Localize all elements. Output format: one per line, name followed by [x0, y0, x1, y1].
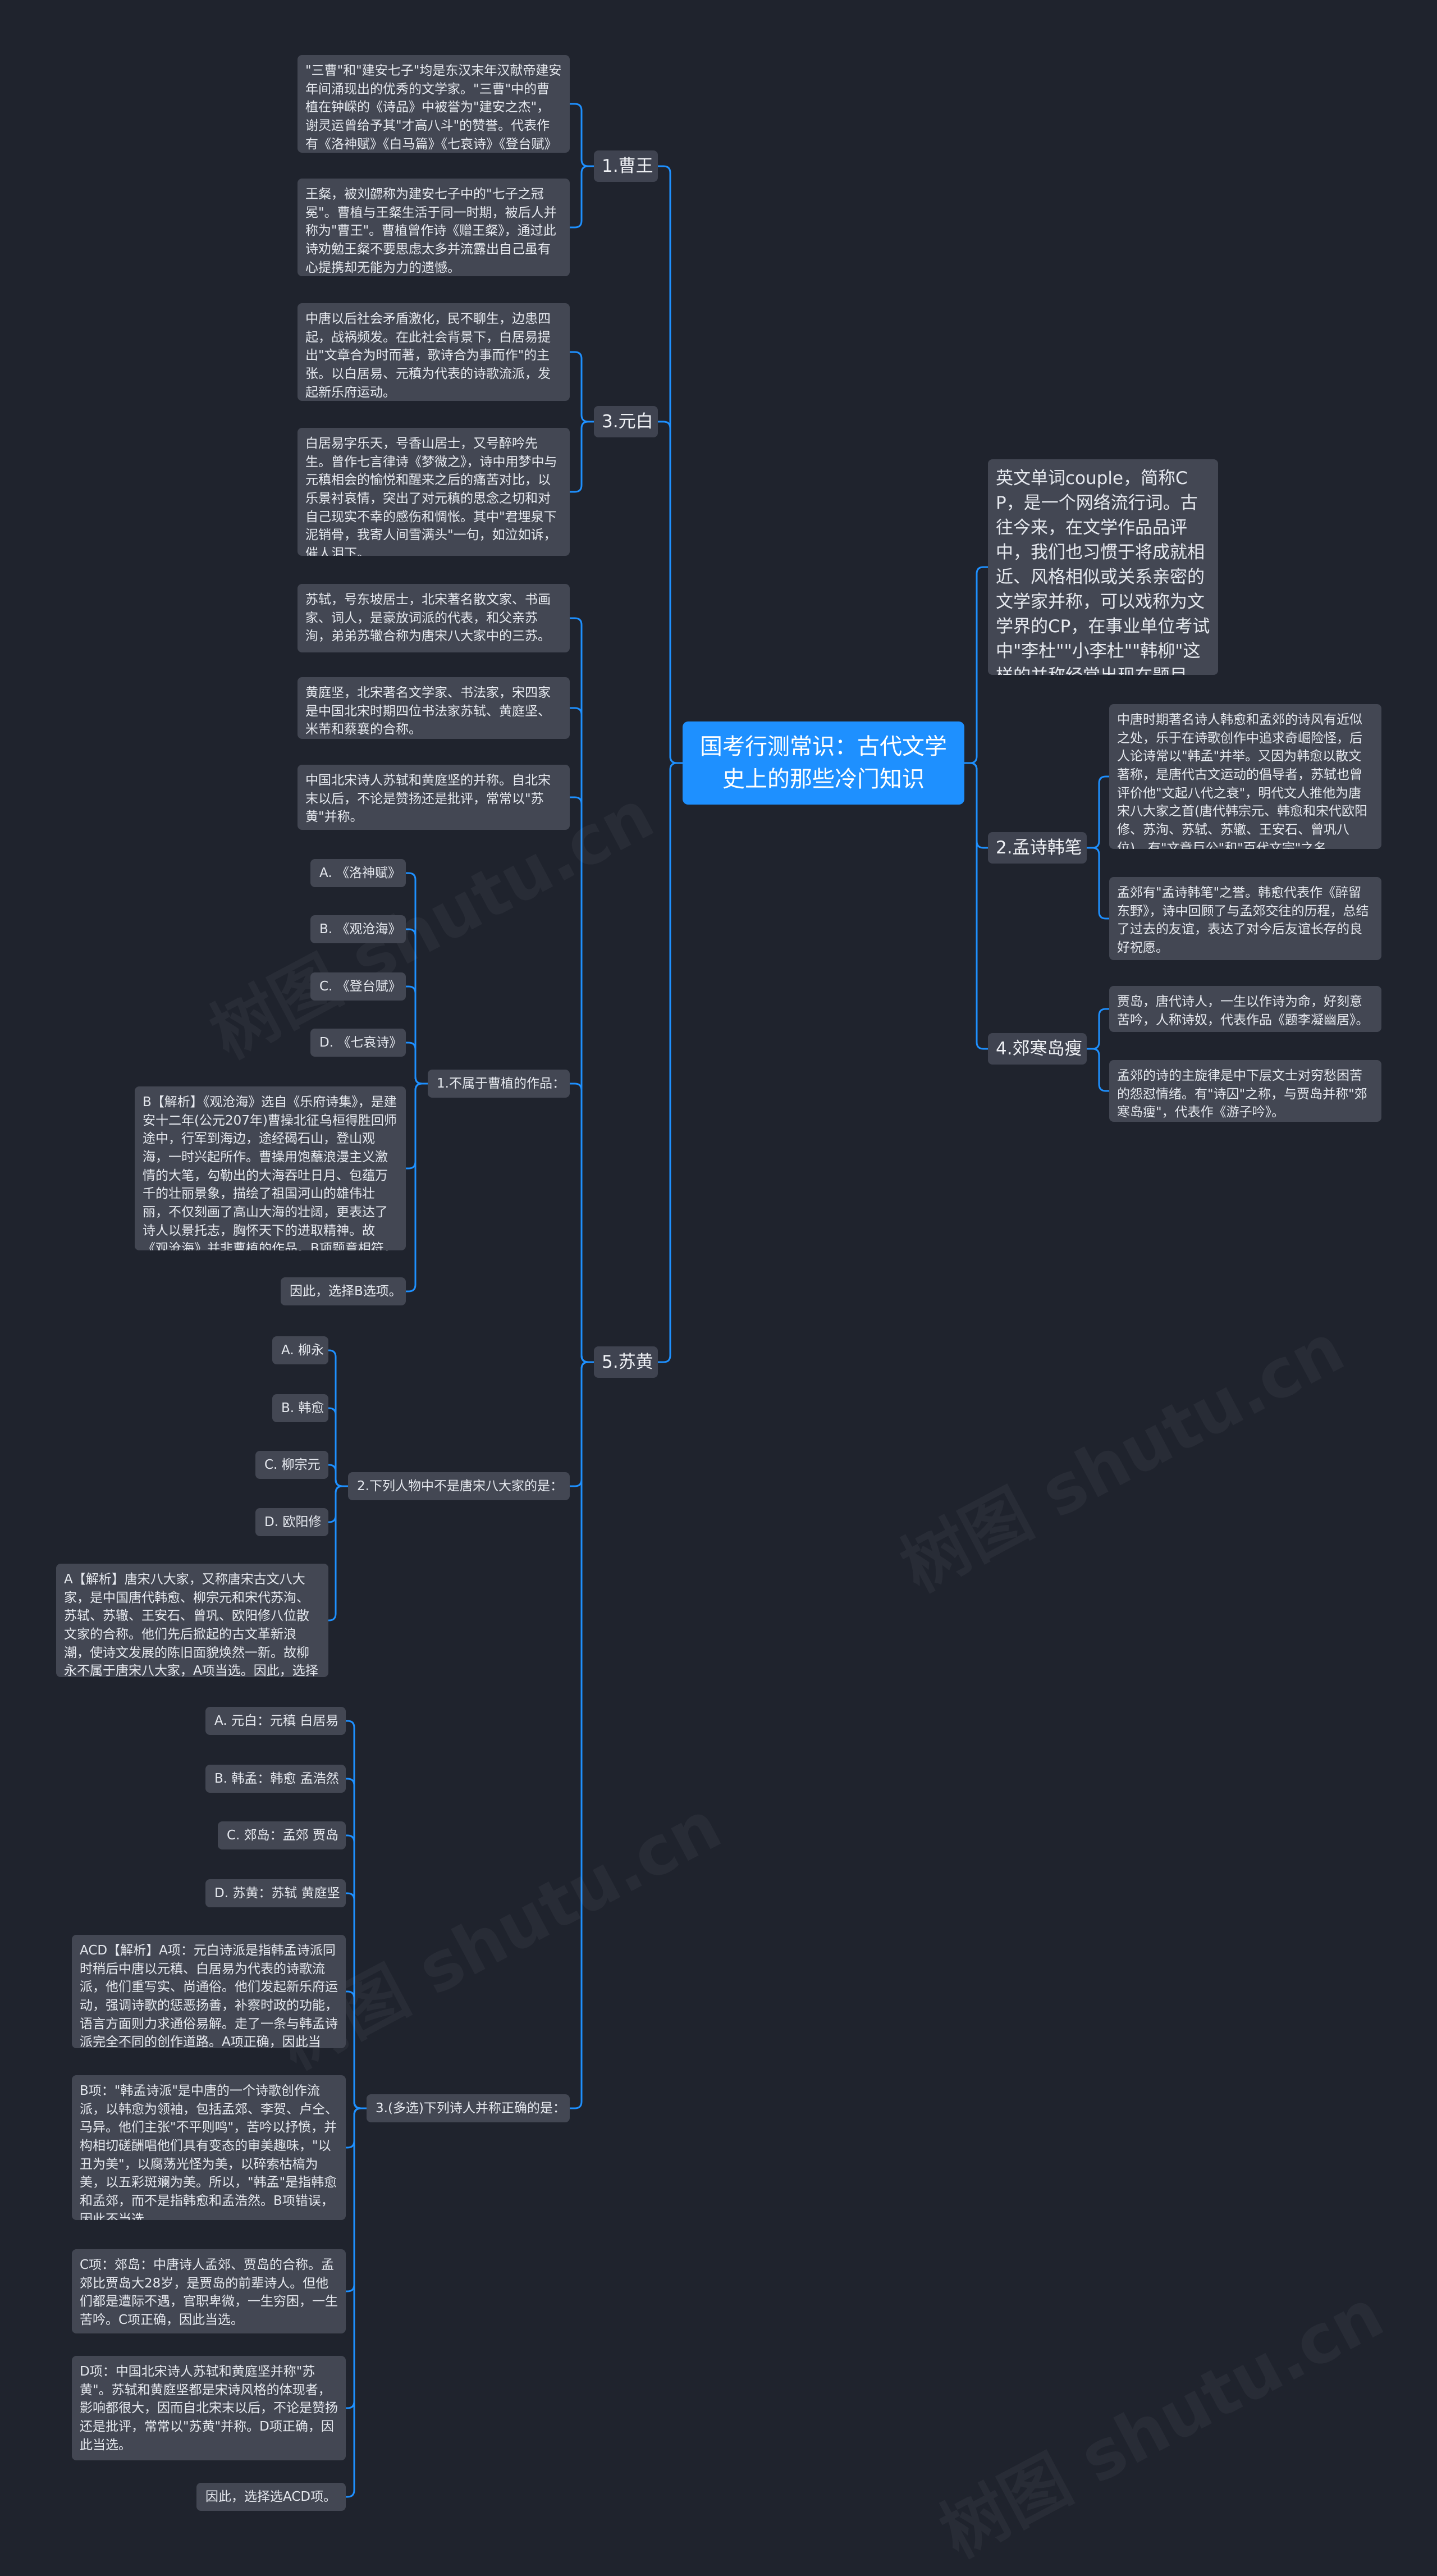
intro-note[interactable]: 英文单词couple，简称CP，是一个网络流行词。古往今来，在文学作品品评中，我… [988, 459, 1218, 675]
connector [570, 1083, 594, 1363]
connector [406, 928, 428, 1085]
connector [346, 2107, 367, 2149]
connector [406, 1083, 428, 1170]
root-topic[interactable]: 国考行测常识：古代文学史上的那些冷门知识 [683, 721, 964, 805]
connector [346, 1778, 367, 2109]
connector [406, 872, 428, 1085]
note-menghan-1[interactable]: 中唐时期著名诗人韩愈和孟郊的诗风有近似之处，乐于在诗歌创作中追求奇崛险怪，后人论… [1109, 704, 1381, 849]
q2-option-a[interactable]: A. 柳永 [272, 1336, 328, 1364]
connector [406, 1083, 428, 1292]
connector [346, 1892, 367, 2109]
note-caowang-2[interactable]: 王粲，被刘勰称为建安七子中的"七子之冠冕"。曹植与王粲生活于同一时期，被后人并称… [298, 179, 570, 276]
q3-option-b[interactable]: B. 韩孟：韩愈 孟浩然 [205, 1765, 346, 1793]
question-3[interactable]: 3.(多选)下列诗人并称正确的是： [367, 2094, 570, 2122]
note-suhuang-1[interactable]: 苏轼，号东坡居士，北宋著名散文家、书画家、词人，是豪放词派的代表，和父亲苏洵，弟… [298, 584, 570, 652]
connector [406, 985, 428, 1085]
q1-answer[interactable]: 因此，选择B选项。 [281, 1277, 406, 1305]
connector [346, 1834, 367, 2109]
branch-jiaohan[interactable]: 4.郊寒岛瘦 [988, 1033, 1087, 1065]
connector [570, 617, 594, 1363]
q3-analysis-a[interactable]: ACD【解析】A项：元白诗派是指韩孟诗派同时稍后中唐以元稹、白居易为代表的诗歌流… [72, 1935, 346, 2048]
note-yuanbai-2[interactable]: 白居易字乐天，号香山居士，又号醉吟先生。曾作七言律诗《梦微之》，诗中用梦中与元稹… [298, 428, 570, 556]
q3-option-c[interactable]: C. 郊岛：孟郊 贾岛 [218, 1821, 346, 1849]
connector [328, 1485, 348, 1523]
note-jiaohan-2[interactable]: 孟郊的诗的主旋律是中下层文士对穷愁困苦的怨怼情绪。有"诗囚"之称，与贾岛并称"郊… [1109, 1060, 1381, 1122]
note-suhuang-2[interactable]: 黄庭坚，北宋著名文学家、书法家，宋四家是中国北宋时期四位书法家苏轼、黄庭坚、米芾… [298, 677, 570, 739]
connector [1087, 847, 1109, 920]
branch-yuanbai[interactable]: 3.元白 [594, 406, 658, 437]
q1-option-d[interactable]: D. 《七哀诗》 [310, 1029, 406, 1057]
q1-option-c[interactable]: C. 《登台赋》 [310, 972, 406, 1001]
connector [570, 165, 594, 229]
q3-analysis-b[interactable]: B项："韩孟诗派"是中唐的一个诗歌创作流派，以韩愈为领袖，包括孟郊、李贺、卢仝、… [72, 2075, 346, 2220]
question-2[interactable]: 2.下列人物中不是唐宋八大家的是： [348, 1472, 570, 1500]
branch-menghan[interactable]: 2.孟诗韩笔 [988, 832, 1087, 864]
watermark: 树图 shutu.cn [921, 2260, 1397, 2576]
branch-caowang[interactable]: 1.曹王 [594, 150, 658, 182]
connector [964, 762, 988, 1050]
connector [570, 707, 594, 1363]
note-suhuang-3[interactable]: 中国北宋诗人苏轼和黄庭坚的并称。自北宋末以后，不论是赞扬还是批评，常常以"苏黄"… [298, 765, 570, 830]
connector [328, 1485, 348, 1622]
q1-analysis[interactable]: B【解析】《观沧海》选自《乐府诗集》，是建安十二年(公元207年)曹操北征乌桓得… [135, 1086, 406, 1250]
branch-suhuang[interactable]: 5.苏黄 [594, 1346, 658, 1378]
connector [406, 1042, 428, 1085]
connector [328, 1464, 348, 1487]
connector [570, 796, 594, 1363]
q2-option-b[interactable]: B. 韩愈 [272, 1394, 328, 1422]
connector [328, 1407, 348, 1487]
connector [658, 165, 683, 764]
connector [1087, 1008, 1109, 1050]
connector [346, 2107, 367, 2409]
q3-analysis-d[interactable]: D项：中国北宋诗人苏轼和黄庭坚并称"苏黄"。苏轼和黄庭坚都是宋诗风格的体现者，影… [72, 2356, 346, 2460]
q3-option-a[interactable]: A. 元白：元稹 白居易 [205, 1707, 346, 1735]
q3-analysis-c[interactable]: C项：郊岛：中唐诗人孟郊、贾岛的合称。孟郊比贾岛大28岁，是贾岛的前辈诗人。但他… [72, 2249, 346, 2333]
connector [658, 762, 683, 1363]
connector [658, 421, 683, 764]
connector [328, 1349, 348, 1487]
connector [570, 1361, 594, 2109]
connector [570, 351, 594, 423]
q3-answer[interactable]: 因此，选择选ACD项。 [196, 2483, 346, 2511]
note-jiaohan-1[interactable]: 贾岛，唐代诗人，一生以作诗为命，好刻意苦吟，人称诗奴，代表作品《题李凝幽居》。 [1109, 986, 1381, 1032]
q1-option-b[interactable]: B. 《观沧海》 [310, 915, 406, 943]
q3-option-d[interactable]: D. 苏黄：苏轼 黄庭坚 [205, 1879, 346, 1907]
connector [1087, 775, 1109, 849]
connector [964, 566, 988, 764]
question-1[interactable]: 1.不属于曹植的作品： [428, 1070, 570, 1098]
q2-analysis[interactable]: A【解析】唐宋八大家，又称唐宋古文八大家，是中国唐代韩愈、柳宗元和宋代苏洵、苏轼… [56, 1564, 328, 1677]
note-menghan-2[interactable]: 孟郊有"孟诗韩笔"之誉。韩愈代表作《醉留东野》，诗中回顾了与孟郊交往的历程，总结… [1109, 877, 1381, 960]
connector [964, 762, 988, 849]
q2-option-c[interactable]: C. 柳宗元 [255, 1451, 328, 1479]
watermark: 树图 shutu.cn [881, 1295, 1358, 1610]
connector [346, 2107, 367, 2292]
q1-option-a[interactable]: A. 《洛神赋》 [310, 859, 406, 887]
connector [570, 1361, 594, 1487]
connector [570, 421, 594, 493]
connector [346, 1990, 367, 2109]
connector [570, 103, 594, 167]
note-caowang-1[interactable]: "三曹"和"建安七子"均是东汉末年汉献帝建安年间涌现出的优秀的文学家。"三曹"中… [298, 55, 570, 153]
connector [346, 1720, 367, 2109]
note-yuanbai-1[interactable]: 中唐以后社会矛盾激化，民不聊生，边患四起，战祸频发。在此社会背景下，白居易提出"… [298, 303, 570, 401]
connector [346, 2107, 367, 2498]
connector [1087, 1048, 1109, 1092]
q2-option-d[interactable]: D. 欧阳修 [255, 1508, 328, 1536]
